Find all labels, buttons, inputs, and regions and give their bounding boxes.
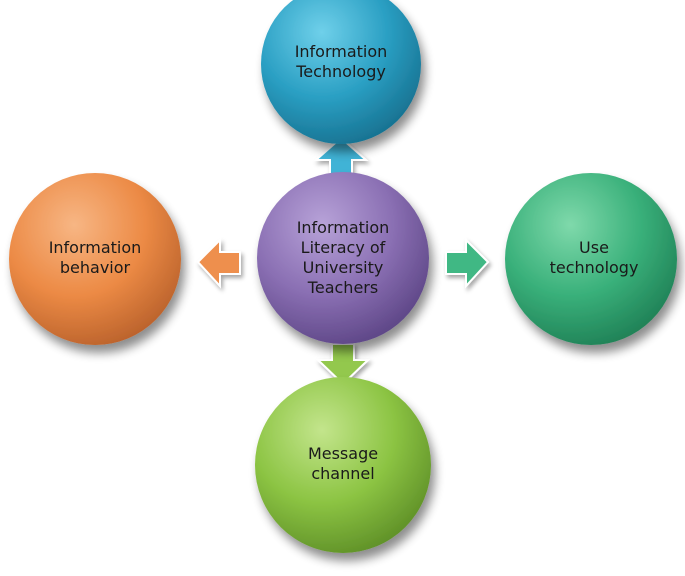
node-top-line-2: Technology (296, 62, 386, 81)
node-bottom-line-2: channel (311, 464, 375, 483)
node-center-line-1: Information (296, 218, 390, 237)
node-right-circle (505, 173, 677, 345)
node-center-line-2: Literacy of (300, 238, 386, 257)
arrow-left-icon (196, 237, 241, 289)
node-left-line-2: behavior (59, 258, 131, 277)
node-bottom-label: Message channel (263, 432, 423, 496)
node-top-circle (261, 0, 421, 144)
node-right-line-1: Use (579, 238, 609, 257)
node-right-line-2: technology (549, 258, 639, 277)
node-left-label: Information behavior (15, 226, 175, 290)
node-right-label: Use technology (514, 226, 674, 290)
node-left-line-1: Information (48, 238, 142, 257)
node-center-line-4: Teachers (307, 278, 379, 297)
node-center-circle (257, 172, 429, 344)
node-top-line-1: Information (294, 42, 388, 61)
node-left-circle (9, 173, 181, 345)
node-center-line-3: University (302, 258, 384, 277)
node-bottom-line-1: Message (307, 444, 379, 463)
node-bottom-circle (255, 377, 431, 553)
arrow-right-icon (445, 237, 490, 289)
node-center-label: Information Literacy of University Teach… (263, 210, 423, 306)
node-top-label: Information Technology (261, 30, 421, 94)
